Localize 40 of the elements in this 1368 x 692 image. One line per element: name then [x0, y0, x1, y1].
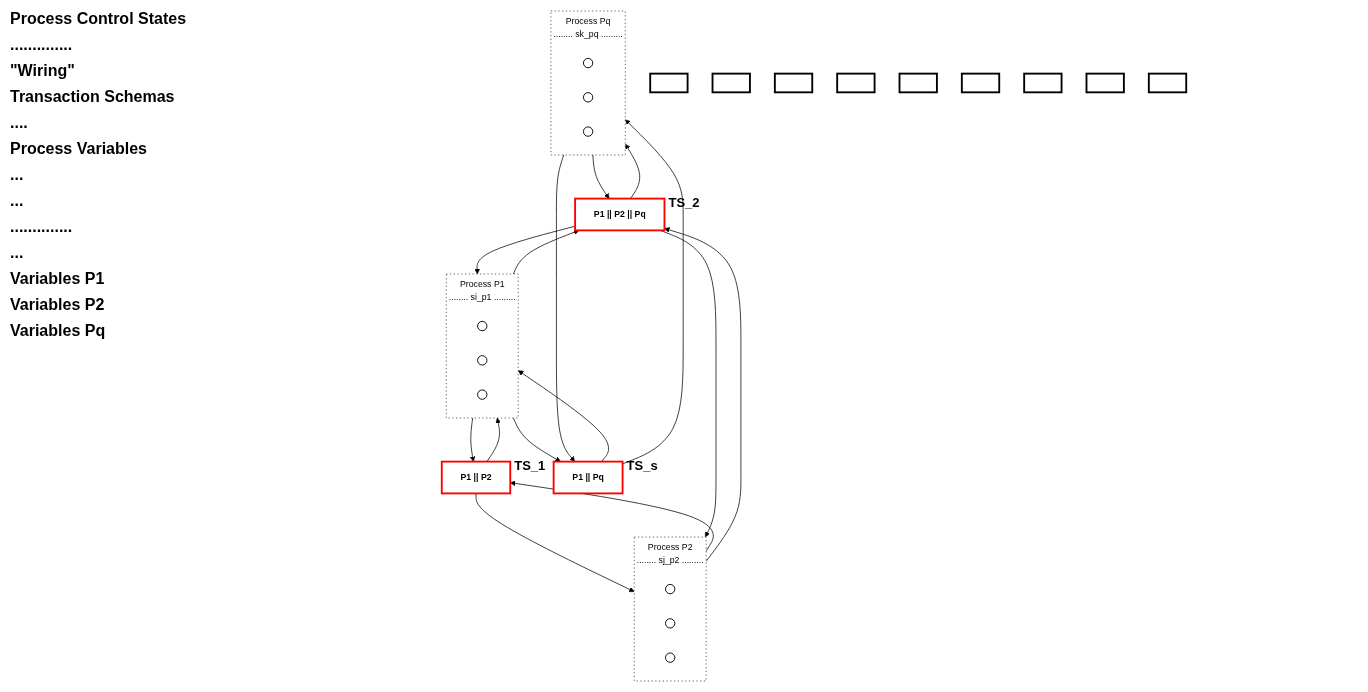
node-circle — [477, 389, 488, 400]
schema-name: TS_s — [626, 457, 658, 473]
ellipsis-dots: .... — [10, 114, 29, 132]
node-box — [773, 72, 814, 94]
node-circle — [582, 126, 594, 137]
node-box: P1 || Pq — [552, 460, 624, 495]
cluster: Process P1 ........ si_p1 ......... — [446, 273, 519, 419]
schema-name: TS_1 — [514, 457, 546, 473]
node-circle — [665, 652, 676, 663]
node-box — [960, 72, 1001, 94]
schema-name: TS_2 — [668, 194, 700, 210]
row-label: Variables P2 — [10, 296, 106, 314]
ellipsis-dots: .............. — [10, 218, 74, 236]
node-circle — [582, 57, 594, 69]
node-box — [711, 72, 751, 94]
row-label: Variables P1 — [10, 270, 106, 288]
node-circle — [665, 618, 676, 629]
node-box — [836, 72, 876, 94]
ellipsis-dots: ... — [10, 244, 25, 262]
cluster: Process P2 ........ sj_p2 ......... — [633, 536, 707, 682]
ellipsis-dots: .............. — [10, 36, 74, 54]
row-label: Transaction Schemas — [10, 88, 176, 106]
node-circle — [477, 320, 488, 332]
node-box: P1 || P2 — [440, 460, 512, 495]
cluster: Process Pq ........ sk_pq ......... — [550, 10, 626, 156]
node-box — [898, 72, 938, 94]
node-circle — [477, 355, 488, 366]
row-label: "Wiring" — [10, 62, 76, 80]
row-label: Process Variables — [10, 140, 148, 158]
node-box — [1147, 72, 1188, 94]
node-circle — [665, 583, 676, 595]
row-label: Process Control States — [10, 10, 188, 28]
ellipsis-dots: ... — [10, 166, 25, 184]
ellipsis-dots: ... — [10, 192, 25, 210]
node-box — [649, 72, 689, 94]
node-box — [1085, 72, 1125, 94]
node-circle — [582, 92, 594, 103]
node-box: P1 || P2 || Pq — [574, 197, 666, 232]
node-box — [1023, 72, 1063, 94]
row-label: Variables Pq — [10, 322, 107, 340]
